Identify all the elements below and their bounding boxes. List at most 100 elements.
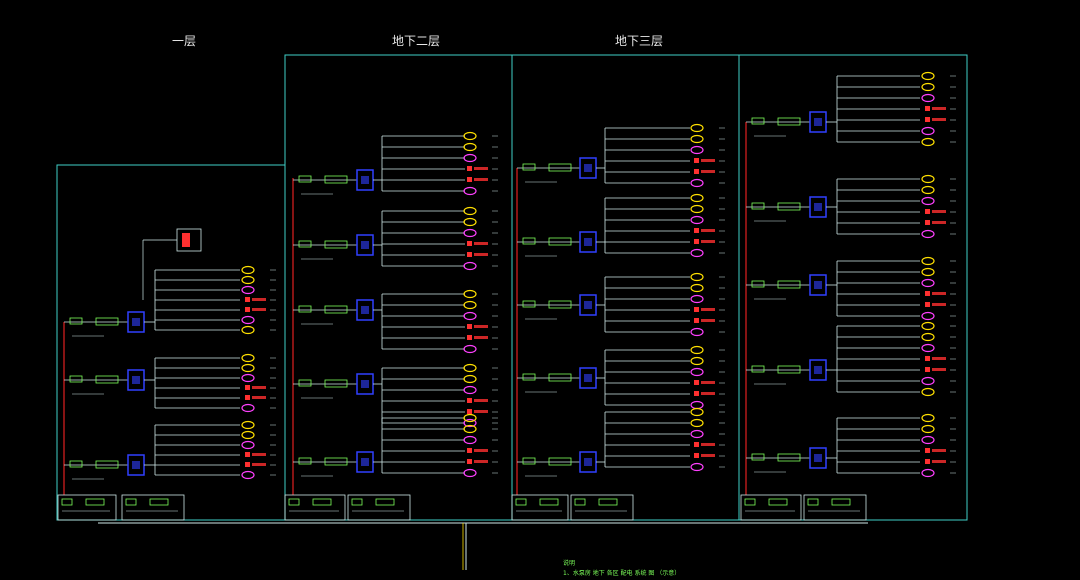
device-red xyxy=(694,228,699,233)
circuit-group xyxy=(64,353,276,413)
device-lamp xyxy=(690,462,704,472)
device-red xyxy=(925,117,930,122)
device-red-tag xyxy=(701,240,715,243)
distribution-meter xyxy=(598,498,618,506)
panel-core xyxy=(361,306,369,314)
device-red xyxy=(694,318,699,323)
device-lamp xyxy=(463,217,477,227)
distribution-box xyxy=(121,494,185,521)
device-red-tag xyxy=(474,253,488,256)
panel-core xyxy=(814,281,822,289)
device-lamp xyxy=(921,311,935,321)
device-lamp xyxy=(463,311,477,321)
breaker xyxy=(751,202,765,210)
device-lamp xyxy=(241,373,255,383)
device-red-tag xyxy=(932,303,946,306)
device-lamp xyxy=(921,82,935,92)
device-lamp xyxy=(241,325,255,335)
meter-box xyxy=(777,280,801,289)
device-red xyxy=(467,398,472,403)
device-red-tag xyxy=(932,292,946,295)
device-lamp xyxy=(463,418,477,428)
device-red-tag xyxy=(252,396,266,399)
meter-box xyxy=(548,300,572,309)
circuit-group xyxy=(517,345,725,410)
device-lamp xyxy=(921,278,935,288)
device-lamp xyxy=(463,344,477,354)
device-red-tag xyxy=(474,460,488,463)
panel-core xyxy=(132,318,140,326)
device-red xyxy=(467,409,472,414)
device-red xyxy=(245,462,250,467)
device-lamp xyxy=(241,275,255,285)
device-red xyxy=(467,448,472,453)
distribution-breaker xyxy=(574,498,586,506)
device-lamp xyxy=(921,376,935,386)
distribution-box xyxy=(57,494,117,521)
notes-line1: 1、水泵房 地下 各区 配电 系统 图 （示意） xyxy=(563,570,681,577)
panel-core xyxy=(814,366,822,374)
device-lamp xyxy=(463,385,477,395)
device-lamp xyxy=(690,193,704,203)
panel-core xyxy=(361,176,369,184)
device-lamp xyxy=(921,343,935,353)
panel-core xyxy=(132,376,140,384)
device-lamp xyxy=(921,229,935,239)
device-lamp xyxy=(690,327,704,337)
meter-box xyxy=(95,460,119,469)
device-lamp xyxy=(241,285,255,295)
device-lamp xyxy=(463,142,477,152)
device-lamp xyxy=(921,185,935,195)
device-lamp xyxy=(921,71,935,81)
device-red-tag xyxy=(252,386,266,389)
device-red xyxy=(467,459,472,464)
device-red-tag xyxy=(932,449,946,452)
breaker xyxy=(298,379,312,387)
device-red xyxy=(467,324,472,329)
device-red xyxy=(694,158,699,163)
device-red xyxy=(467,252,472,257)
device-red-tag xyxy=(701,159,715,162)
distribution-meter xyxy=(768,498,788,506)
device-lamp xyxy=(690,272,704,282)
frame-b3 xyxy=(511,54,740,521)
panel-core xyxy=(361,380,369,388)
breaker xyxy=(298,457,312,465)
device-red xyxy=(245,307,250,312)
device-lamp xyxy=(463,289,477,299)
breaker xyxy=(69,375,83,383)
device-red xyxy=(245,452,250,457)
device-lamp xyxy=(921,413,935,423)
device-lamp xyxy=(921,137,935,147)
circuit-group xyxy=(293,206,498,271)
section-title-b3: 地下三层 xyxy=(615,34,664,48)
device-lamp xyxy=(690,367,704,377)
panel-core xyxy=(584,301,592,309)
device-red xyxy=(925,209,930,214)
circuit-group xyxy=(293,363,498,428)
circuit-group xyxy=(64,265,276,337)
device-lamp xyxy=(463,186,477,196)
device-lamp xyxy=(690,134,704,144)
section-frames xyxy=(56,54,968,521)
breaker xyxy=(298,305,312,313)
breaker xyxy=(522,163,536,171)
distribution-breaker xyxy=(61,498,73,506)
device-red xyxy=(694,380,699,385)
device-lamp xyxy=(241,363,255,373)
circuit-group xyxy=(293,131,498,196)
section-title-b2: 地下二层 xyxy=(392,34,441,48)
device-red-tag xyxy=(252,298,266,301)
device-red-tag xyxy=(701,308,715,311)
meter-box xyxy=(777,202,801,211)
device-lamp xyxy=(463,206,477,216)
device-lamp xyxy=(241,420,255,430)
circuit-group xyxy=(293,289,498,354)
device-lamp xyxy=(241,430,255,440)
device-red xyxy=(245,297,250,302)
breaker xyxy=(751,280,765,288)
device-red xyxy=(467,241,472,246)
panel-core xyxy=(584,458,592,466)
device-lamp xyxy=(690,356,704,366)
distribution-breaker xyxy=(515,498,527,506)
